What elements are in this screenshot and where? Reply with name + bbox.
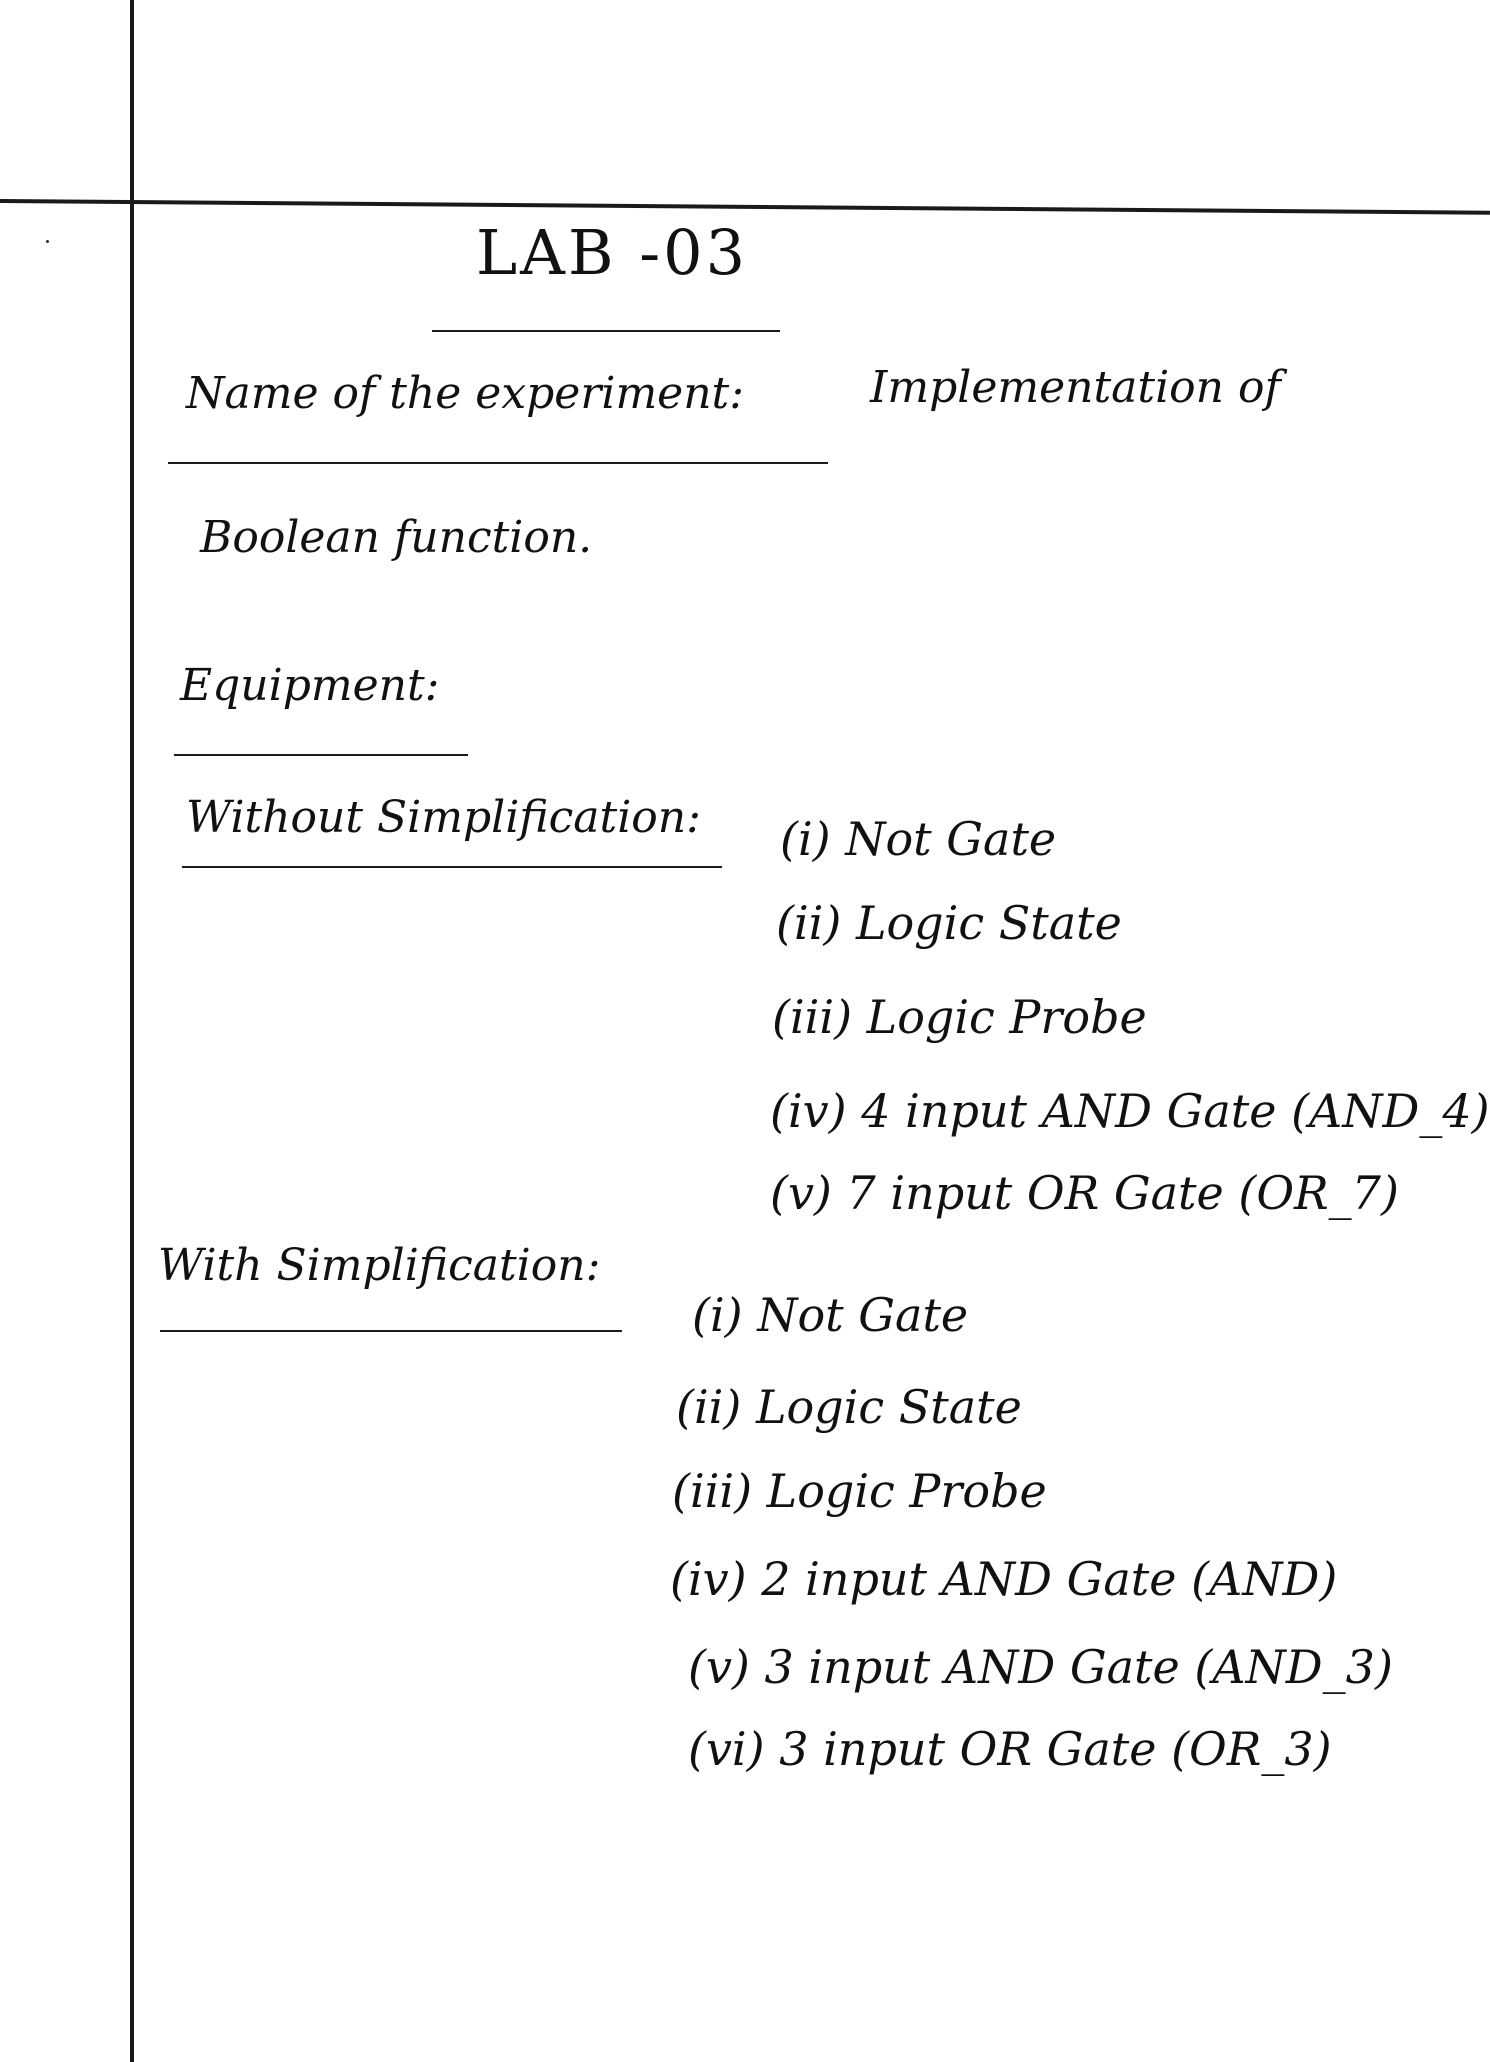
paper-speck xyxy=(46,240,49,243)
list-item: (iv) 4 input AND Gate (AND_4) xyxy=(770,1084,1490,1138)
list-item: (ii) Logic State xyxy=(676,1380,1022,1434)
equipment-heading: Equipment: xyxy=(180,660,440,711)
without-simplification-underline xyxy=(182,866,722,868)
list-item: (i) Not Gate xyxy=(780,812,1057,866)
list-item: (vi) 3 input OR Gate (OR_3) xyxy=(688,1722,1332,1776)
equipment-heading-underline xyxy=(174,754,468,756)
list-item: (iii) Logic Probe xyxy=(672,1464,1047,1518)
list-item: (iii) Logic Probe xyxy=(772,990,1147,1044)
experiment-title-line2: Boolean function. xyxy=(200,512,593,563)
experiment-label: Name of the experiment: xyxy=(186,368,745,419)
margin-line-horizontal xyxy=(0,199,1490,215)
list-item: (ii) Logic State xyxy=(776,896,1122,950)
list-item: (iv) 2 input AND Gate (AND) xyxy=(670,1552,1338,1606)
margin-line-vertical xyxy=(130,0,134,2062)
list-item: (v) 3 input AND Gate (AND_3) xyxy=(688,1640,1393,1694)
experiment-title-line1: Implementation of xyxy=(870,362,1281,413)
lab-title-underline xyxy=(432,330,780,332)
without-simplification-label: Without Simplification: xyxy=(186,792,701,843)
list-item: (i) Not Gate xyxy=(692,1288,969,1342)
with-simplification-underline xyxy=(160,1330,622,1332)
list-item: (v) 7 input OR Gate (OR_7) xyxy=(770,1166,1399,1220)
with-simplification-label: With Simplification: xyxy=(158,1240,601,1291)
experiment-label-underline xyxy=(168,462,828,464)
lab-title: LAB -03 xyxy=(476,216,749,289)
